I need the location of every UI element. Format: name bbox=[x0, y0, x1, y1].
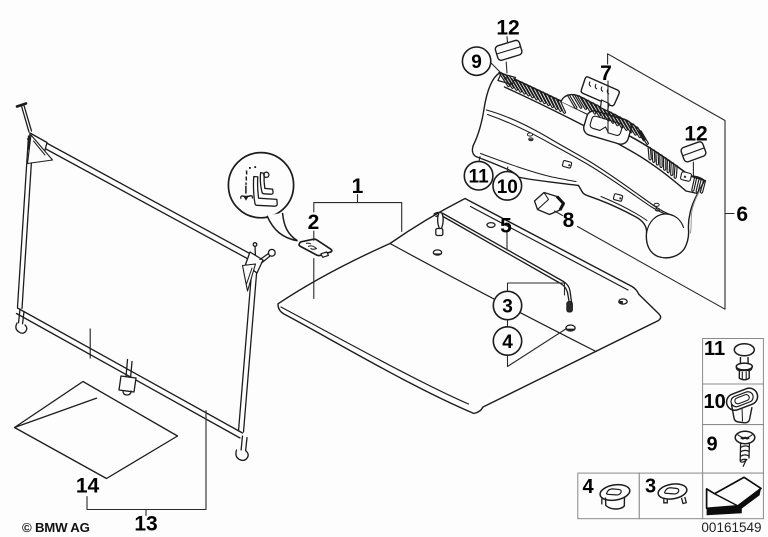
grommet-socket-icon bbox=[725, 387, 759, 424]
table-label-4: 4 bbox=[583, 476, 595, 498]
callout-14: 14 bbox=[76, 475, 100, 498]
callout-5: 5 bbox=[500, 215, 512, 238]
svg-text:9: 9 bbox=[471, 52, 482, 73]
leader-10 bbox=[506, 166, 509, 172]
callout-labels: 1 2 5 6 7 8 12 12 13 14 bbox=[76, 17, 748, 536]
circled-callout-10: 10 bbox=[492, 170, 523, 201]
table-label-3: 3 bbox=[645, 476, 656, 498]
child-seat-balloon bbox=[227, 151, 298, 242]
table-label-11: 11 bbox=[704, 338, 725, 360]
svg-text:3: 3 bbox=[502, 297, 513, 318]
leader-lines bbox=[86, 36, 735, 517]
circled-callouts: 9 11 10 3 4 bbox=[461, 46, 523, 356]
direction-arrow-icon bbox=[705, 476, 762, 516]
callout-2: 2 bbox=[308, 211, 320, 234]
circled-callout-4: 4 bbox=[492, 325, 523, 356]
leader-8 bbox=[553, 210, 564, 217]
copyright-text: © BMW AG bbox=[22, 520, 90, 535]
callout-6: 6 bbox=[736, 203, 748, 226]
bracket-3 bbox=[506, 282, 566, 296]
bracket-13 bbox=[86, 409, 207, 517]
callout-8: 8 bbox=[563, 209, 575, 232]
svg-text:4: 4 bbox=[502, 332, 513, 353]
svg-text:11: 11 bbox=[469, 167, 490, 188]
cap-12-top bbox=[494, 39, 523, 61]
screw-icon bbox=[734, 430, 756, 468]
callout-7: 7 bbox=[600, 62, 612, 85]
doc-number: 00161549 bbox=[701, 520, 761, 535]
expanding-rivet-icon bbox=[733, 343, 756, 381]
table-label-9: 9 bbox=[707, 434, 718, 456]
callout-12-right: 12 bbox=[684, 123, 707, 146]
child-seat-icon bbox=[240, 166, 278, 207]
table-cell-9 bbox=[702, 424, 764, 474]
svg-text:10: 10 bbox=[497, 177, 518, 198]
callout-12-top: 12 bbox=[496, 17, 519, 40]
leader-12-top bbox=[505, 36, 509, 74]
cap-12-right bbox=[680, 141, 707, 163]
floor-panel bbox=[277, 197, 662, 415]
balloon-tail bbox=[266, 212, 298, 242]
bracket-1 bbox=[313, 193, 403, 233]
partition-frame bbox=[15, 102, 276, 462]
part-8-cap bbox=[533, 191, 565, 216]
clip-3-icon bbox=[657, 483, 688, 505]
callout-13: 13 bbox=[134, 513, 157, 536]
parts-table: 11 10 9 4 3 bbox=[577, 338, 764, 520]
bracket-6 bbox=[576, 53, 735, 310]
callout-1: 1 bbox=[352, 175, 364, 198]
part-2-label-plate bbox=[298, 238, 333, 258]
table-label-10: 10 bbox=[704, 391, 726, 413]
storage-bag bbox=[13, 328, 179, 480]
circled-callout-9: 9 bbox=[461, 46, 492, 77]
leader-4 bbox=[506, 327, 568, 368]
clip-4-icon bbox=[599, 483, 631, 510]
sill-trim-panel bbox=[471, 71, 707, 259]
circled-callout-3: 3 bbox=[492, 290, 523, 321]
luggage-rod bbox=[432, 211, 628, 332]
leader-9 bbox=[490, 61, 503, 75]
circled-callout-11: 11 bbox=[463, 160, 494, 191]
